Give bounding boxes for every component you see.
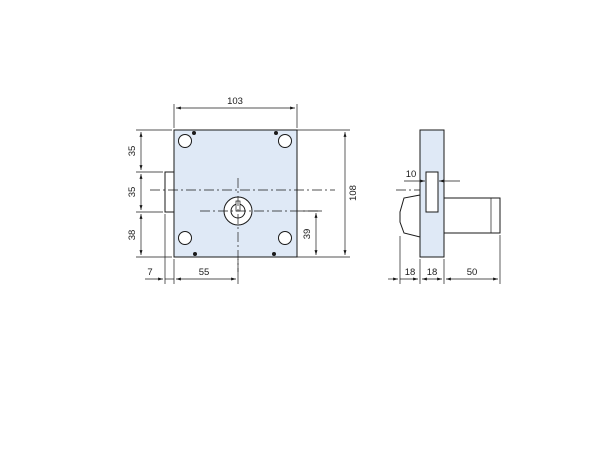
rivet-top-right	[274, 131, 278, 135]
side-view	[396, 129, 501, 258]
dim-label-height: 108	[348, 185, 359, 201]
dim-label-left-top: 35	[127, 146, 138, 157]
side-bolt	[425, 171, 439, 213]
dim-label-bottom-3: 50	[467, 267, 478, 278]
dim-label-bolt-width: 10	[406, 169, 417, 180]
lock-case-front	[173, 129, 298, 258]
front-view	[150, 129, 335, 272]
rivet-bottom-right	[272, 252, 276, 256]
mounting-hole-bottom-left	[178, 231, 192, 245]
dim-label-keyhole: 39	[302, 229, 313, 240]
dim-label-bottom-2: 18	[427, 267, 438, 278]
rivet-bottom-left	[193, 252, 197, 256]
front-view-dimensions: 103 108 35 35 38 39 7 55	[127, 96, 359, 284]
dim-label-bottom-1: 18	[405, 267, 416, 278]
mounting-hole-bottom-right	[278, 231, 292, 245]
dim-label-width: 103	[227, 96, 243, 107]
dim-label-left-mid: 35	[127, 187, 138, 198]
dim-label-left-bottom: 38	[127, 230, 138, 241]
dim-label-bolt-offset: 7	[147, 267, 152, 278]
side-cylinder	[443, 197, 501, 234]
dim-label-backset: 55	[199, 267, 210, 278]
side-housing-left	[399, 194, 421, 238]
rivet-top-left	[192, 131, 196, 135]
mounting-hole-top-right	[278, 134, 292, 148]
front-bolt	[164, 171, 175, 213]
mounting-hole-top-left	[178, 134, 192, 148]
side-view-dimensions: 10 18 18 50	[388, 169, 501, 284]
